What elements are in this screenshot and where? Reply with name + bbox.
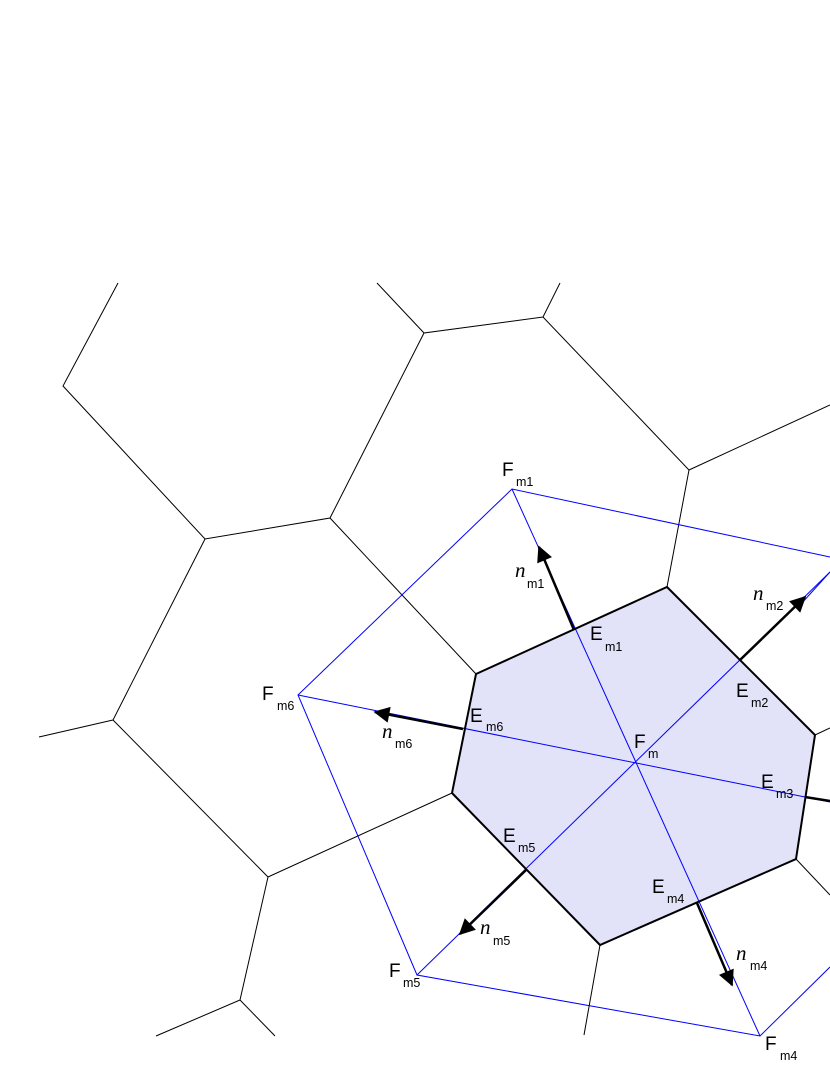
- central-cell-border: [450, 585, 817, 947]
- mesh-edge: [814, 727, 830, 736]
- mesh-edge: [795, 858, 830, 896]
- center-label: F m: [634, 732, 658, 761]
- normal-label-m2: n m2: [753, 581, 783, 613]
- neighbor-label-m6: F m6: [262, 684, 294, 713]
- central-cell: [452, 587, 815, 945]
- normal-arrow-m1: [537, 545, 576, 631]
- normal-arrows: [373, 545, 830, 987]
- normal-arrow-m6: [373, 706, 464, 731]
- normal-arrow-m5: [458, 869, 527, 936]
- neighbor-label-m4: F m4: [765, 1034, 797, 1063]
- mesh-edge: [376, 282, 425, 334]
- normal-label-m4: n m4: [736, 941, 767, 973]
- surrounding-mesh: [38, 282, 830, 1037]
- mesh-edge: [239, 999, 276, 1037]
- normal-label-m6: n m6: [382, 719, 412, 751]
- edge-label-m1: E m1: [590, 624, 622, 654]
- mesh-edge: [329, 517, 477, 675]
- normal-arrow-m2: [739, 595, 807, 661]
- mesh-edge: [583, 944, 601, 1036]
- mesh-edge: [542, 282, 561, 318]
- mesh-edge: [688, 404, 830, 471]
- edge-label-m3: E m3: [761, 772, 793, 801]
- mesh-edge: [112, 538, 453, 878]
- normal-arrow-m3: [804, 795, 830, 803]
- edge-label-m6: E m6: [470, 706, 503, 734]
- normal-arrow-m4: [695, 902, 734, 987]
- normal-label-m1: n m1: [515, 558, 544, 591]
- edge-label-m2: E m2: [736, 681, 768, 710]
- mesh-edge: [62, 282, 690, 588]
- normal-label-m5: n m5: [480, 915, 510, 948]
- neighbor-label-m1: F m1: [502, 460, 533, 489]
- edge-label-m5: E m5: [503, 826, 535, 855]
- edge-label-m4: E m4: [652, 877, 684, 906]
- mesh-edge: [38, 719, 114, 738]
- neighbor-label-m5: F m5: [389, 961, 420, 990]
- dual-polygon: [297, 488, 830, 1037]
